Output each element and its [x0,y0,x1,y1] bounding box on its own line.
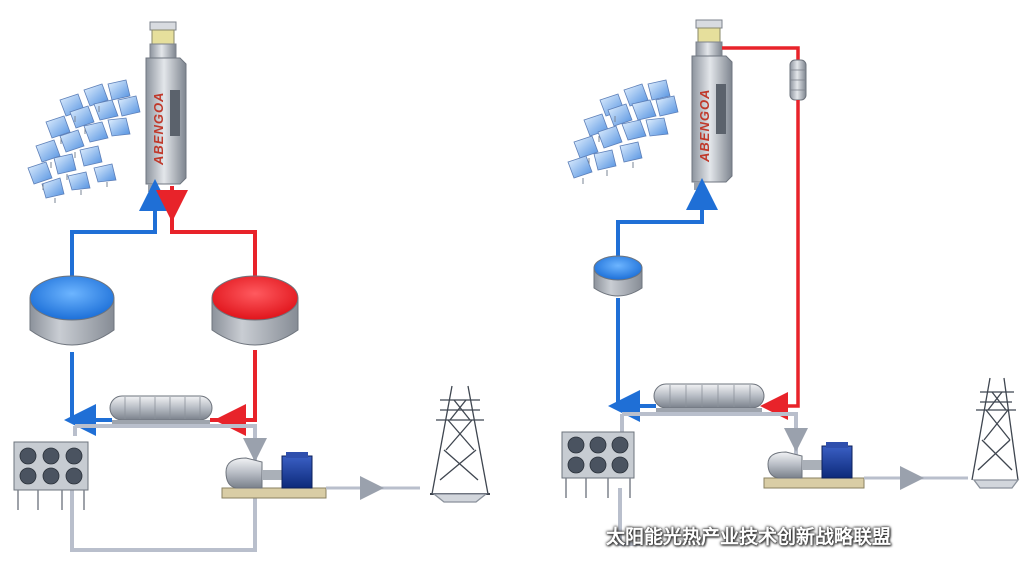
steam-drum-right [789,59,807,101]
hot-downcomer-pipe-left [170,186,257,280]
hot-tank-left [211,275,299,346]
transmission-tower-left [430,385,490,503]
receiver-tower-left: ABENGOA [145,21,187,192]
transmission-tower-right [971,377,1020,489]
watermark: 太阳能光热产业技术创新战略联盟 [570,522,891,549]
wechat-icon [571,524,599,546]
turbine-generator-left [221,452,327,499]
tower-label-left: ABENGOA [151,92,166,166]
steam-generator-left [109,395,213,425]
cold-tank-left [29,275,115,346]
right-plant: ABENGOA [561,19,1020,546]
watermark-text: 太阳能光热产业技术创新战略联盟 [606,526,892,548]
left-plant: ABENGOA [13,21,490,552]
tower-label-right: ABENGOA [697,89,712,163]
cold-riser-pipe-left [70,196,157,282]
cold-tank-right [593,255,643,297]
condenser-left [13,441,89,510]
turbine-generator-right [763,442,865,489]
steam-generator-right [653,383,765,413]
receiver-tower-right: ABENGOA [691,19,733,190]
heliostat-field-right [567,79,679,184]
condenser-right [561,431,635,498]
heliostat-field-left [27,79,141,203]
steam-line-right [722,46,800,60]
